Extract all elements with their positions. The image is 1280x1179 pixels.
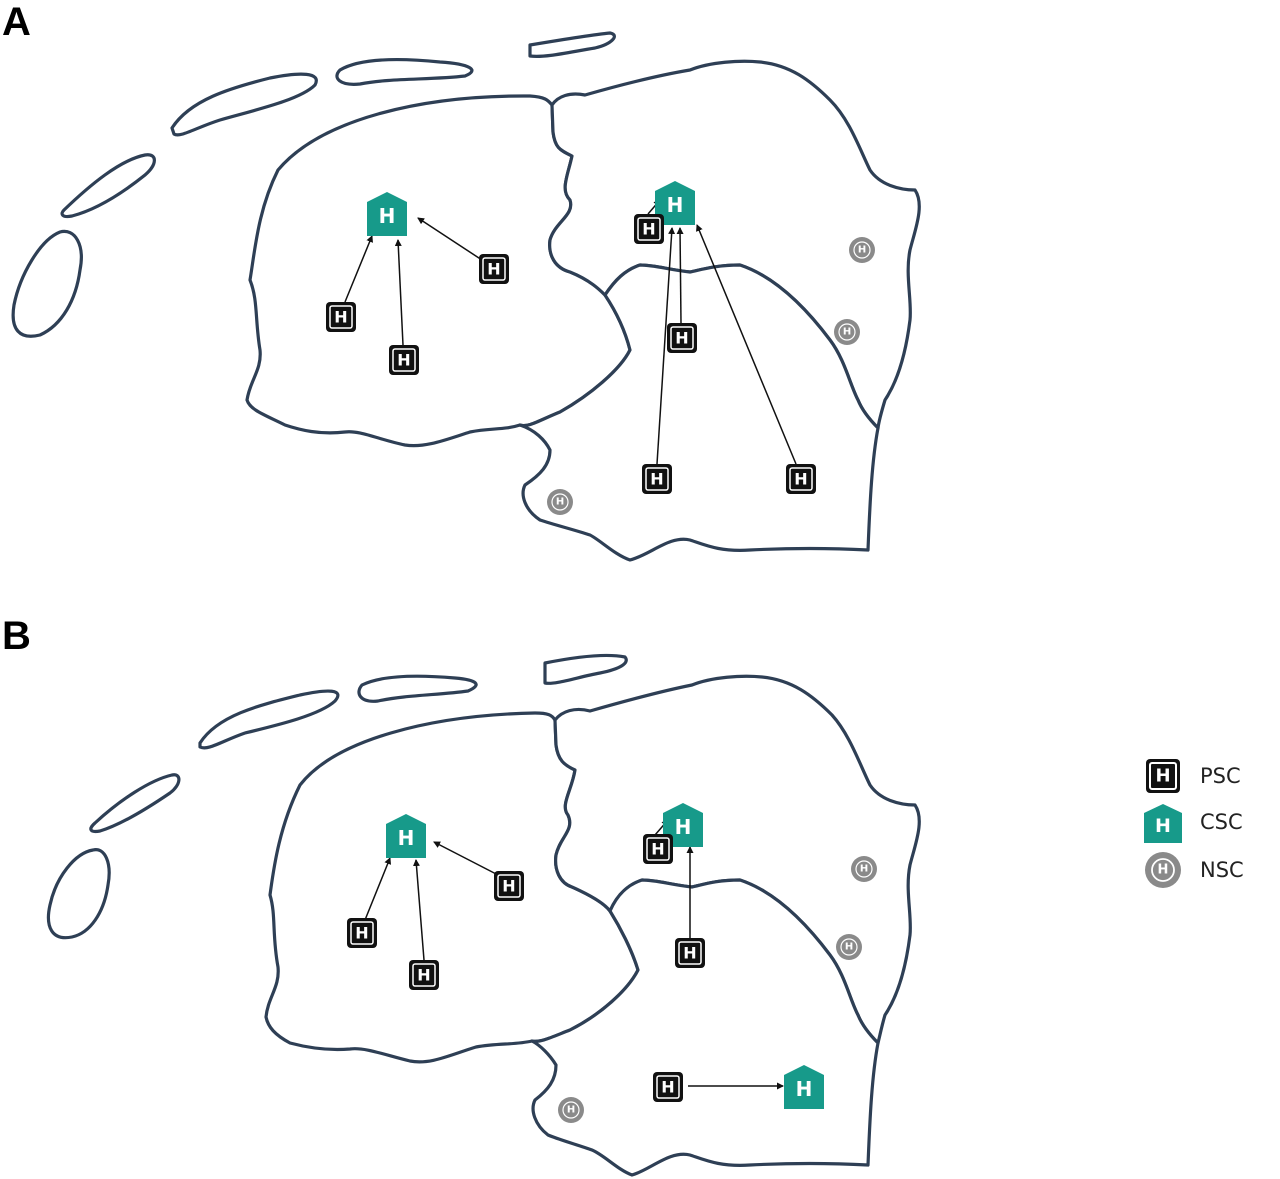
nsc-hospital: H xyxy=(849,237,875,263)
provinces xyxy=(245,59,921,562)
legend-label: CSC xyxy=(1200,810,1243,834)
hospital-label: H xyxy=(796,1077,813,1101)
island-terschelling xyxy=(198,689,340,750)
legend-label: NSC xyxy=(1200,858,1244,882)
hospital-label: H xyxy=(675,815,692,839)
island-texel xyxy=(11,229,83,338)
hospital-label: H xyxy=(642,220,655,239)
psc-hospital: H xyxy=(675,938,705,968)
hospital-label: H xyxy=(355,924,368,943)
hospitals: H H H H H H H xyxy=(326,181,875,515)
nsc-hospital: H xyxy=(836,934,862,960)
legend-icon-label: H xyxy=(1155,766,1170,787)
arrow-psc-to-csc xyxy=(676,227,684,324)
psc-hospital: H xyxy=(389,345,419,375)
arrow-psc-to-csc xyxy=(417,217,486,263)
legend-item-nsc: H NSC xyxy=(1140,849,1280,893)
referral-arrows xyxy=(364,819,784,1090)
csc-hospital: H xyxy=(386,814,426,858)
legend-icon-label: H xyxy=(1158,863,1169,878)
hospital-label: H xyxy=(417,966,430,985)
psc-hospital: H xyxy=(494,871,524,901)
arrow-psc-to-csc xyxy=(433,841,501,877)
provinces xyxy=(264,674,921,1177)
panel-a-label: A xyxy=(2,0,31,44)
hospital-label: H xyxy=(858,245,866,256)
arrow-psc-to-csc xyxy=(656,227,676,465)
hospitals: H H H H H H H xyxy=(347,803,877,1123)
hospital-label: H xyxy=(487,260,500,279)
island-ameland xyxy=(357,674,478,703)
gray-circle-h-icon: H xyxy=(1145,852,1181,888)
black-square-h-icon: H xyxy=(1146,759,1180,793)
island-texel xyxy=(46,848,111,940)
hospital-label: H xyxy=(667,193,684,217)
psc-hospital: H xyxy=(479,254,509,284)
arrow-psc-to-csc xyxy=(412,859,425,961)
island-schiermonnikoog xyxy=(528,31,616,58)
islands xyxy=(11,31,616,338)
hospital-label: H xyxy=(398,826,415,850)
hospital-label: H xyxy=(675,329,688,348)
hospital-label: H xyxy=(794,470,807,489)
csc-hospital: H xyxy=(784,1065,824,1109)
psc-hospital: H xyxy=(653,1072,683,1102)
hospital-label: H xyxy=(683,944,696,963)
csc-hospital: H xyxy=(655,181,695,225)
nsc-hospital: H xyxy=(834,319,860,345)
hospital-label: H xyxy=(567,1105,575,1116)
nsc-hospital: H xyxy=(851,856,877,882)
nsc-hospital: H xyxy=(547,489,573,515)
legend-item-psc: H PSC xyxy=(1140,755,1280,799)
nsc-hospital: H xyxy=(558,1097,584,1123)
island-vlieland xyxy=(60,153,156,219)
hospital-label: H xyxy=(650,470,663,489)
hospital-label: H xyxy=(556,497,564,508)
hospital-label: H xyxy=(860,864,868,875)
island-terschelling xyxy=(170,72,318,137)
csc-hospital: H xyxy=(663,803,703,847)
psc-hospital: H xyxy=(347,918,377,948)
referral-arrows xyxy=(344,199,797,465)
psc-hospital: H xyxy=(642,464,672,494)
islands xyxy=(46,653,628,940)
hospital-label: H xyxy=(843,327,851,338)
psc-hospital: H xyxy=(326,302,356,332)
panel-a-map: H H H H H H H xyxy=(11,31,921,562)
arrow-psc-to-csc xyxy=(364,857,392,921)
hospital-label: H xyxy=(397,351,410,370)
panel-b-label: B xyxy=(2,614,31,658)
hospital-label: H xyxy=(661,1078,674,1097)
csc-hospital: H xyxy=(367,192,407,236)
arrow-psc-to-csc xyxy=(696,224,797,465)
island-vlieland xyxy=(89,773,181,834)
island-schiermonnikoog xyxy=(543,653,628,685)
psc-hospital: H xyxy=(643,834,673,864)
hospital-label: H xyxy=(379,204,396,228)
legend-icon-label: H xyxy=(1155,815,1171,837)
psc-hospital: H xyxy=(667,323,697,353)
panel-b-map: H H H H H H H xyxy=(46,653,921,1177)
legend-label: PSC xyxy=(1200,764,1241,788)
island-ameland xyxy=(335,58,474,86)
psc-hospital: H xyxy=(786,464,816,494)
hospital-label: H xyxy=(845,942,853,953)
hospital-label: H xyxy=(334,308,347,327)
hospital-label: H xyxy=(651,840,664,859)
arrow-psc-to-csc xyxy=(344,235,373,303)
arrow-psc-to-csc xyxy=(394,239,404,346)
psc-hospital: H xyxy=(409,960,439,990)
psc-hospital: H xyxy=(634,214,664,244)
legend-item-csc: H CSC xyxy=(1140,801,1280,845)
hospital-label: H xyxy=(502,877,515,896)
teal-pentagon-h-icon: H xyxy=(1144,804,1182,843)
